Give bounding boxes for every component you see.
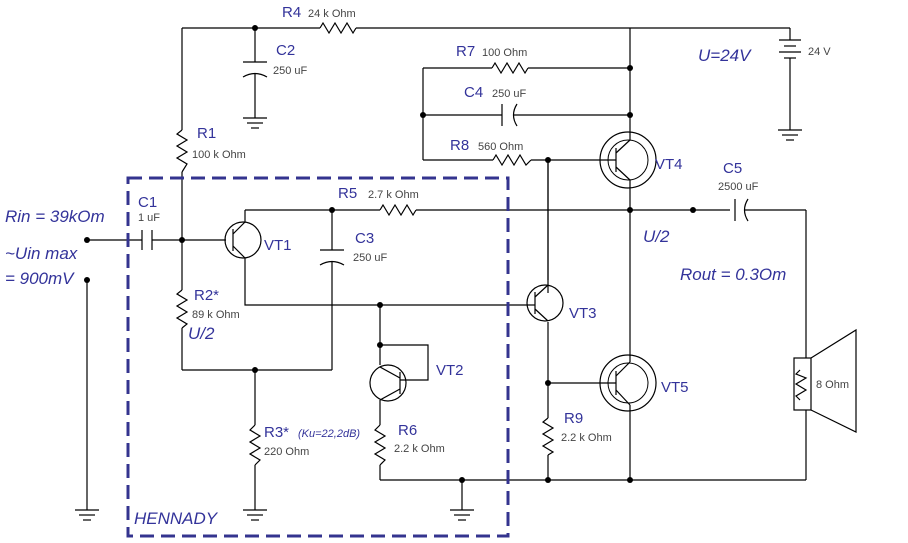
- r1-value: 100 k Ohm: [192, 149, 246, 161]
- r6-value: 2.2 k Ohm: [394, 443, 445, 455]
- ground-input: [75, 509, 99, 521]
- c2-name: C2: [276, 42, 295, 59]
- resistor-r7: [491, 61, 529, 75]
- half-voltage-left-label: U/2: [188, 324, 215, 343]
- speaker-value: 8 Ohm: [816, 379, 849, 391]
- r8-name: R8: [450, 137, 469, 154]
- ground-r3: [243, 509, 267, 521]
- ground-c2: [243, 117, 267, 129]
- vt1-label: VT1: [264, 237, 292, 254]
- supply-voltage-label: U=24V: [698, 46, 752, 65]
- r5-value: 2.7 k Ohm: [368, 189, 419, 201]
- wires: [86, 27, 807, 510]
- component-labels: R4 24 k Ohm C2 250 uF R7 100 Ohm C4 250 …: [138, 4, 849, 458]
- battery: [779, 39, 801, 62]
- transistor-vt1: [224, 210, 262, 259]
- resistor-r8: [492, 153, 532, 167]
- annotation-labels: U=24V U/2 U/2 Rin = 39kOm ~Uin max = 900…: [5, 46, 786, 528]
- transistor-vt3: [526, 284, 564, 322]
- junction-dots: [84, 25, 696, 483]
- capacitor-c4: [501, 103, 518, 127]
- r3-value: 220 Ohm: [264, 446, 309, 458]
- hennady-block-outline: [126, 176, 510, 538]
- c4-name: C4: [464, 84, 483, 101]
- r8-value: 560 Ohm: [478, 141, 523, 153]
- rout-label: Rout = 0.3Om: [680, 265, 786, 284]
- r2-name: R2*: [194, 287, 219, 304]
- c2-value: 250 uF: [273, 65, 308, 77]
- r3-name: R3*: [264, 424, 289, 441]
- capacitor-c2: [242, 61, 268, 78]
- resistor-r9: [541, 417, 555, 456]
- capacitor-c3: [319, 249, 345, 266]
- resistor-r5: [379, 203, 417, 217]
- transistor-vt5: [598, 354, 657, 412]
- speaker: [793, 328, 857, 433]
- r9-value: 2.2 k Ohm: [561, 432, 612, 444]
- c1-name: C1: [138, 194, 157, 211]
- r2-value: 89 k Ohm: [192, 309, 240, 321]
- r1-name: R1: [197, 125, 216, 142]
- r4-value: 24 k Ohm: [308, 8, 356, 20]
- vt4-label: VT4: [655, 156, 683, 173]
- c5-name: C5: [723, 160, 742, 177]
- resistor-r3: [248, 424, 262, 466]
- c3-value: 250 uF: [353, 252, 388, 264]
- c5-value: 2500 uF: [718, 181, 759, 193]
- capacitor-c5: [734, 198, 749, 222]
- r7-name: R7: [456, 43, 475, 60]
- transistor-vt4: [598, 131, 657, 189]
- r5-name: R5: [338, 185, 357, 202]
- r4-name: R4: [282, 4, 301, 21]
- half-voltage-right-label: U/2: [643, 227, 670, 246]
- transistor-vt2: [369, 364, 407, 402]
- block-name-label: HENNADY: [134, 509, 219, 528]
- uin-line1-label: ~Uin max: [5, 244, 78, 263]
- rin-label: Rin = 39kOm: [5, 207, 105, 226]
- r6-name: R6: [398, 422, 417, 439]
- resistor-r6: [373, 424, 387, 466]
- vt5-label: VT5: [661, 379, 689, 396]
- r7-value: 100 Ohm: [482, 47, 527, 59]
- r3-note: (Ku=22,2dB): [298, 428, 360, 440]
- c1-value: 1 uF: [138, 212, 160, 224]
- resistor-r4: [319, 21, 357, 35]
- capacitor-c1: [141, 230, 153, 250]
- resistor-r2: [175, 289, 189, 329]
- resistor-r1: [175, 129, 189, 173]
- ground-main: [450, 509, 474, 521]
- c4-value: 250 uF: [492, 88, 527, 100]
- uin-line2-label: = 900mV: [5, 269, 75, 288]
- r9-name: R9: [564, 410, 583, 427]
- c3-name: C3: [355, 230, 374, 247]
- vt3-label: VT3: [569, 305, 597, 322]
- battery-value: 24 V: [808, 46, 831, 58]
- ground-battery: [778, 129, 802, 141]
- vt2-label: VT2: [436, 362, 464, 379]
